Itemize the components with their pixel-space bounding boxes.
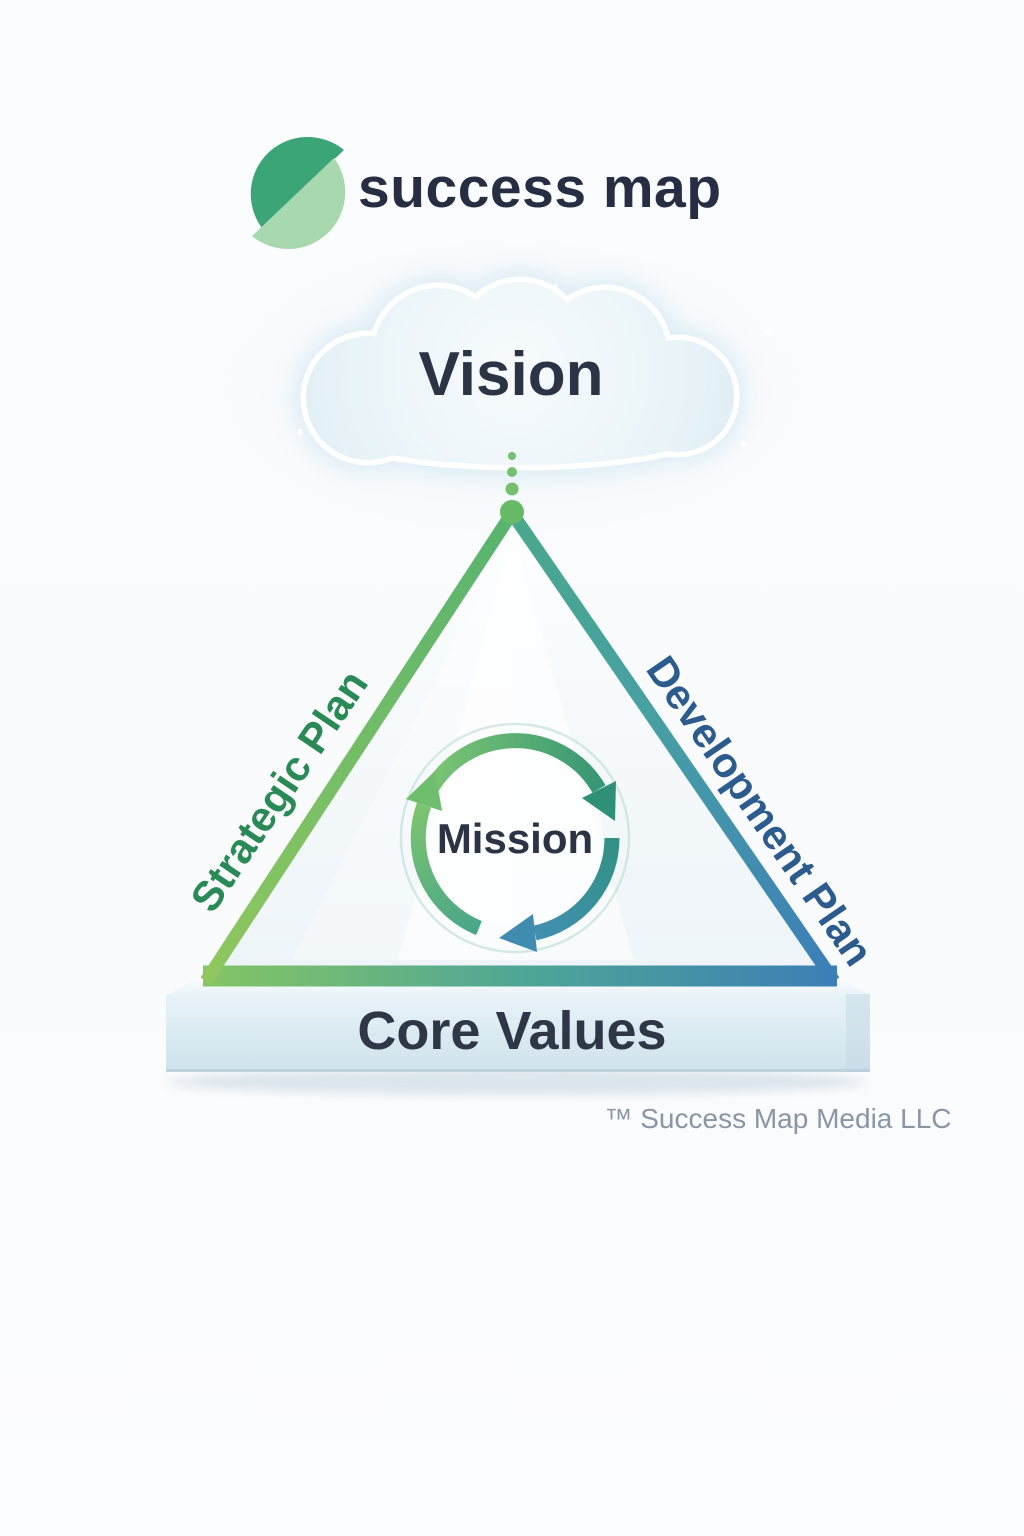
dotted-connector-icon (505, 452, 519, 496)
s-leaf-monogram-icon (250, 136, 346, 250)
platform-face-right-shade (846, 994, 870, 1072)
cycle-arrow-left (410, 802, 482, 935)
platform-face (166, 994, 870, 1072)
platform-shadow (168, 1069, 868, 1095)
brand-logo: success map (250, 136, 722, 250)
triangle-apex-dot (500, 500, 524, 524)
cycle-arrowhead-right (499, 914, 537, 952)
vision-label: Vision (419, 340, 604, 409)
triangle-right-edge (506, 509, 840, 985)
cycle-arrow-right (533, 837, 620, 941)
cycle-arrow-top (420, 733, 606, 801)
cycle-arrows-icon (399, 722, 631, 954)
sparkle-dots (297, 283, 774, 447)
mission-label: Mission (437, 815, 593, 862)
platform-bottom-line (166, 1069, 870, 1072)
cycle-arrowhead-left (406, 771, 442, 811)
trademark-text: ™ Success Map Media LLC (604, 1103, 951, 1134)
triangle-left-edge (200, 509, 518, 985)
cycle-arrowhead-top (582, 781, 616, 821)
brand-wordmark: success map (358, 156, 722, 220)
core-values-label: Core Values (357, 1001, 666, 1061)
